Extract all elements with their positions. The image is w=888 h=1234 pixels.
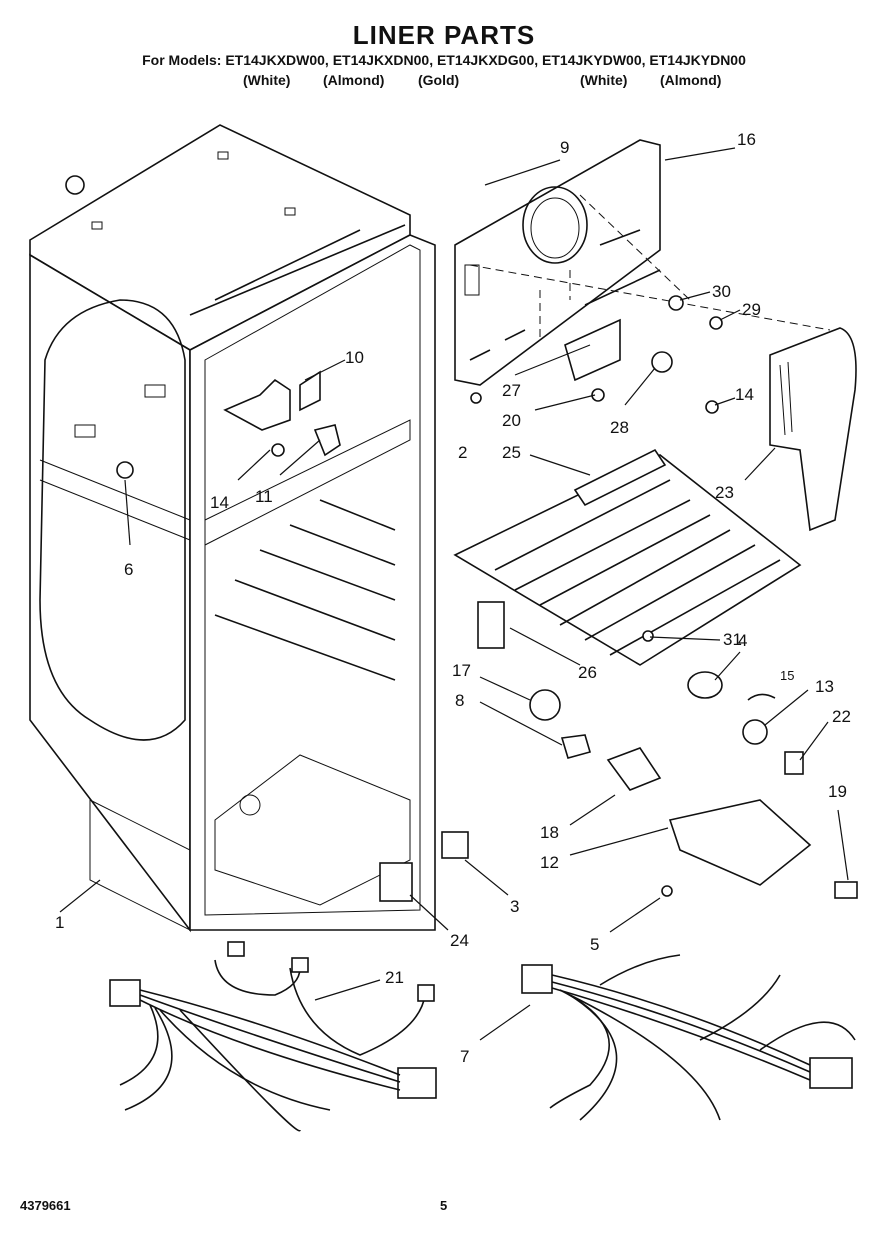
wire-harness-21 [109,941,437,1132]
callout-28: 28 [610,418,629,437]
callout-24: 24 [450,931,469,950]
callout-27: 27 [502,381,521,400]
color-gold: (Gold) [418,72,460,88]
callout-9: 9 [560,138,569,157]
callout-3: 3 [510,897,519,916]
callout-13: 13 [815,677,834,696]
callout-22: 22 [832,707,851,726]
hardware-parts [65,175,723,897]
light-assembly [379,601,858,902]
callout-19: 19 [828,782,847,801]
callout-17: 17 [452,661,471,680]
callout-10: 10 [345,348,364,367]
control-housing [769,327,857,532]
control-mount-parts [116,370,341,479]
color-almond-2: (Almond) [660,72,722,88]
callout-12: 12 [540,853,559,872]
callout-23: 23 [715,483,734,502]
callout-14-left: 14 [210,493,229,512]
callout-labels: 1 2 3 4 5 6 7 8 9 10 11 12 13 14 14 15 1… [55,130,851,1066]
callout-30: 30 [712,282,731,301]
back-panel [454,139,831,386]
callout-1: 1 [55,913,64,932]
liner-body [29,124,436,933]
color-almond-1: (Almond) [323,72,385,88]
callout-5: 5 [590,935,599,954]
callout-20: 20 [502,411,521,430]
callout-21: 21 [385,968,404,987]
callout-11: 11 [255,487,273,506]
callout-29: 29 [742,300,761,319]
callout-2: 2 [458,443,467,462]
callout-18: 18 [540,823,559,842]
document-number: 4379661 [20,1198,71,1213]
callout-7: 7 [460,1047,469,1066]
callout-26: 26 [578,663,597,682]
callout-8: 8 [455,691,464,710]
crisper-shelf [453,448,802,666]
leader-lines [59,147,849,1041]
color-white-2: (White) [580,72,628,88]
color-white-1: (White) [243,72,291,88]
callout-31: 31 [723,630,742,649]
callout-16: 16 [737,130,756,149]
models-line: For Models: ET14JKXDW00, ET14JKXDN00, ET… [142,52,746,68]
page-number: 5 [440,1198,448,1213]
callout-15: 15 [780,668,794,683]
callout-14-right: 14 [735,385,754,404]
callout-25: 25 [502,443,521,462]
callout-4: 4 [738,631,747,650]
wire-harness-7 [521,954,856,1121]
callout-6: 6 [124,560,133,579]
page-title: LINER PARTS [352,20,536,50]
